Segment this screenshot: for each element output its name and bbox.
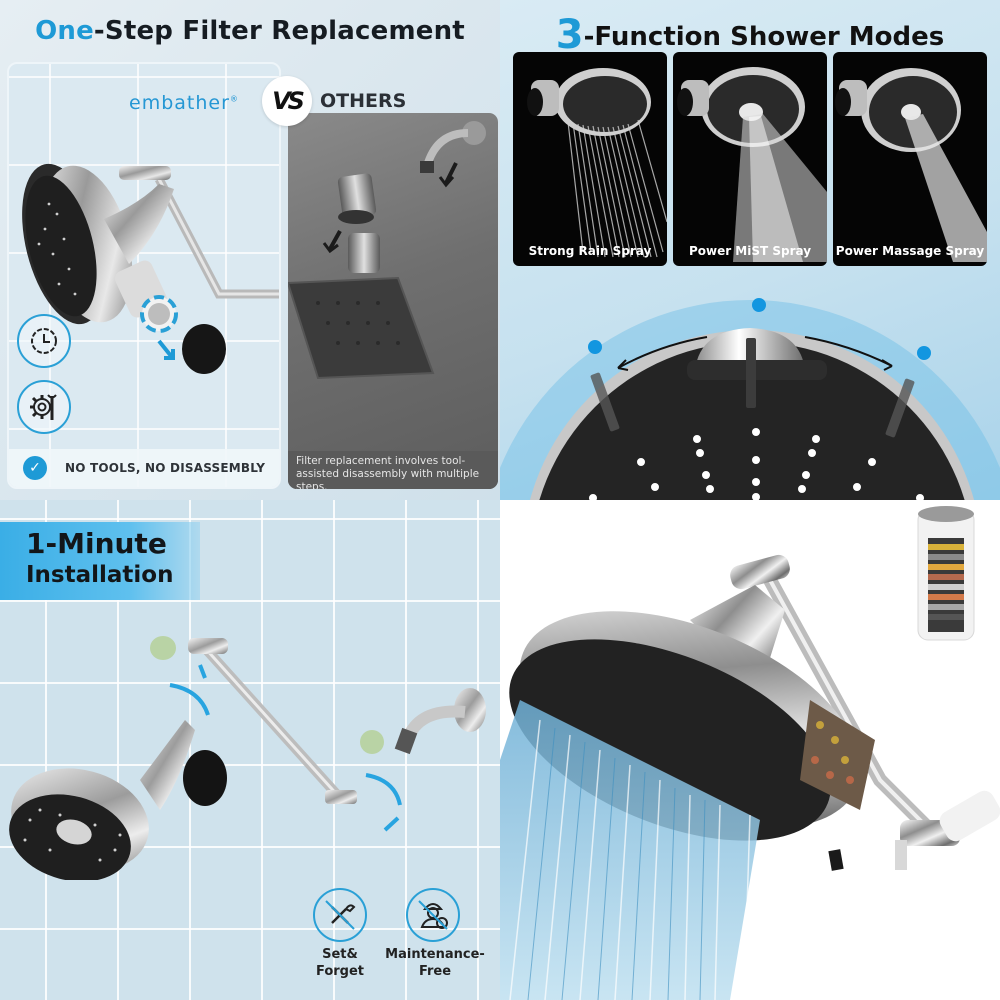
rotation-diagram: [589, 328, 924, 500]
no-tools-icon: [313, 888, 367, 942]
installation-subtitle: Installation: [26, 562, 174, 588]
rain-spray-illustration: [527, 68, 667, 258]
brand-logo: embather®: [129, 92, 239, 114]
product-hero-panel: [500, 500, 1000, 1000]
no-tools-caption: ✓ NO TOOLS, NO DISASSEMBLY: [9, 449, 279, 487]
mode-card-power-mist: Power MiST Spray: [673, 52, 827, 266]
panel-title: 3-Function Shower Modes: [555, 12, 945, 58]
clock-icon: [17, 314, 71, 368]
mist-spray-illustration: [677, 67, 827, 262]
mode-label: Strong Rain Spray: [528, 244, 652, 258]
vs-badge: VS: [262, 76, 312, 126]
competitor-shower-illustration: [288, 121, 486, 380]
others-comparison-card: Filter replacement involves tool-assiste…: [288, 113, 498, 489]
massage-spray-illustration: [835, 68, 987, 262]
panel-title: One-Step Filter Replacement: [35, 16, 465, 46]
mode-label: Power Massage Spray: [835, 244, 985, 258]
gear-wrench-icon: [17, 380, 71, 434]
filtered-shower-head-product-image: [500, 506, 1000, 1000]
installation-banner: [0, 522, 200, 600]
shower-modes-panel: 3-Function Shower Modes Strong Rain Spra…: [500, 0, 1000, 500]
mode-card-power-massage: Power Massage Spray: [833, 52, 987, 266]
filter-replacement-panel: One-Step Filter Replacement embather®: [0, 0, 500, 500]
maintenance-free-label: Maintenance- Free: [385, 947, 485, 979]
installation-title: 1-Minute: [26, 527, 167, 560]
check-icon: ✓: [23, 456, 47, 480]
others-label: OTHERS: [320, 90, 407, 112]
installation-illustration: [9, 636, 486, 880]
no-technician-icon: [406, 888, 460, 942]
installation-panel: 1-Minute Installation: [0, 500, 500, 1000]
mode-card-strong-rain: Strong Rain Spray: [513, 52, 667, 266]
set-forget-label: Set& Forget: [315, 947, 365, 979]
position-dot-left: [588, 340, 602, 354]
position-dot-center: [752, 298, 766, 312]
shower-head-filter-illustration: [22, 163, 279, 374]
position-dot-right: [917, 346, 931, 360]
mode-label: Power MiST Spray: [688, 244, 812, 258]
others-caption: Filter replacement involves tool-assiste…: [288, 451, 498, 489]
embather-comparison-card: embather®: [7, 62, 281, 489]
filter-cartridge: [917, 506, 975, 641]
